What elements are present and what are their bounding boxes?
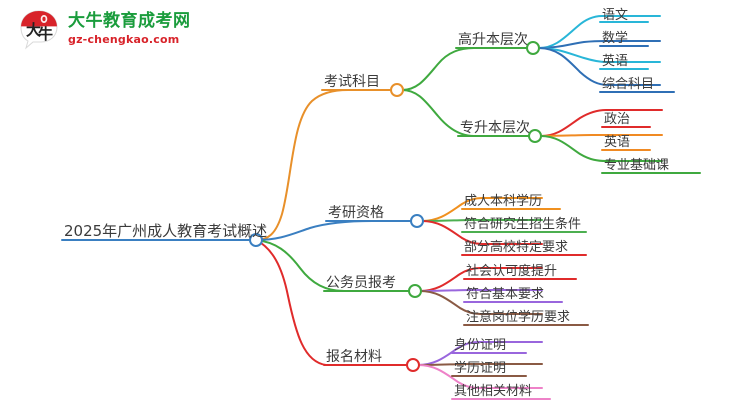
leaf-label-adult-degree[interactable]: 成人本科学历 <box>464 194 543 209</box>
edge-gaoshengben-chinese <box>538 15 661 49</box>
root-node-label[interactable]: 2025年广州成人教育考试概述 <box>64 222 268 240</box>
branch-label-gaoshengben[interactable]: 高升本层次 <box>458 32 528 48</box>
node-civil-service[interactable] <box>408 284 422 298</box>
edge-gaoshengben-english <box>538 47 661 63</box>
svg-text:大: 大 <box>26 21 41 39</box>
edge-root-exam-subjects <box>255 89 393 241</box>
leaf-label-social-recognition[interactable]: 社会认可度提升 <box>466 264 558 279</box>
node-root[interactable] <box>249 233 263 247</box>
leaf-label-major-basic[interactable]: 专业基础课 <box>604 158 670 173</box>
leaf-label-basic-requirements[interactable]: 符合基本要求 <box>466 287 545 302</box>
leaf-label-comprehensive[interactable]: 综合科目 <box>602 77 655 92</box>
edge-civil-position <box>419 290 543 315</box>
branch-label-zhuanshengben[interactable]: 专升本层次 <box>460 120 530 136</box>
branch-label-exam-subjects[interactable]: 考试科目 <box>324 74 380 90</box>
logo-text: 大牛教育成考网 gz-chengkao.com <box>68 11 191 46</box>
leaf-label-math[interactable]: 数学 <box>602 31 629 46</box>
edge-gaoshengben-comprehensive <box>538 47 661 86</box>
branch-label-civil-service[interactable]: 公务员报考 <box>326 275 396 291</box>
leaf-label-chinese[interactable]: 语文 <box>602 8 629 23</box>
leaf-label-english-top[interactable]: 英语 <box>602 54 629 69</box>
branch-label-postgrad[interactable]: 考研资格 <box>328 205 384 221</box>
node-zhuanshengben[interactable] <box>528 129 542 143</box>
edge-materials-other <box>417 364 543 389</box>
edge-exam-to-gaoshengben <box>401 47 529 91</box>
node-postgrad[interactable] <box>410 214 424 228</box>
branch-label-materials[interactable]: 报名材料 <box>326 349 382 365</box>
leaf-label-id-proof[interactable]: 身份证明 <box>454 338 507 353</box>
svg-text:牛: 牛 <box>38 25 53 43</box>
edge-zhuanshengben-english <box>540 134 663 137</box>
logo-mark-icon: 大 牛 <box>18 8 60 50</box>
edge-zhuanshengben-major <box>540 135 663 162</box>
edge-postgrad-univ <box>421 220 543 245</box>
node-exam-subjects[interactable] <box>390 83 404 97</box>
edge-gaoshengben-math <box>538 40 661 49</box>
leaf-label-other-materials[interactable]: 其他相关材料 <box>454 384 533 399</box>
edge-materials-id <box>417 341 543 366</box>
leaf-label-politics[interactable]: 政治 <box>604 112 631 127</box>
site-logo[interactable]: 大 牛 大牛教育成考网 gz-chengkao.com <box>18 8 191 50</box>
leaf-label-grad-conditions[interactable]: 符合研究生招生条件 <box>464 217 582 232</box>
leaf-label-diploma-proof[interactable]: 学历证明 <box>454 361 507 376</box>
edge-zhuanshengben-politics <box>540 109 663 137</box>
leaf-label-position-requirements[interactable]: 注意岗位学历要求 <box>466 310 571 325</box>
leaf-label-english-bottom[interactable]: 英语 <box>604 135 631 150</box>
edge-postgrad-degree <box>421 197 543 222</box>
logo-title: 大牛教育成考网 <box>68 11 191 31</box>
node-gaoshengben[interactable] <box>526 41 540 55</box>
node-materials[interactable] <box>406 358 420 372</box>
edge-root-materials <box>255 239 409 366</box>
edge-civil-recognition <box>419 267 543 292</box>
logo-subtitle: gz-chengkao.com <box>68 33 180 46</box>
leaf-label-univ-requirements[interactable]: 部分高校特定要求 <box>464 240 569 255</box>
